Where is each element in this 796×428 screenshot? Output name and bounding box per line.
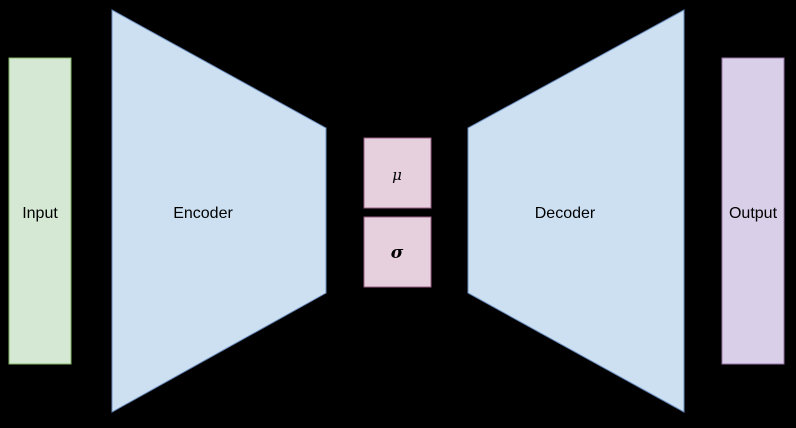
sigma-rect [363,216,432,288]
output-label: Output [729,205,778,222]
input-block: Input [8,57,72,365]
encoder-block: Encoder [111,9,327,413]
mu-block: μ [363,137,432,209]
input-rect [8,57,72,365]
sigma-block: σ [363,216,432,288]
output-block: Output [721,57,785,365]
decoder-shape [467,9,685,413]
mu-rect [363,137,432,209]
decoder-block: Decoder [467,9,685,413]
output-rect [721,57,785,365]
input-label: Input [22,205,58,222]
encoder-label: Encoder [173,205,233,222]
encoder-shape [111,9,327,413]
decoder-label: Decoder [535,205,596,222]
mu-label: μ [392,166,402,184]
sigma-label: σ [391,243,404,263]
